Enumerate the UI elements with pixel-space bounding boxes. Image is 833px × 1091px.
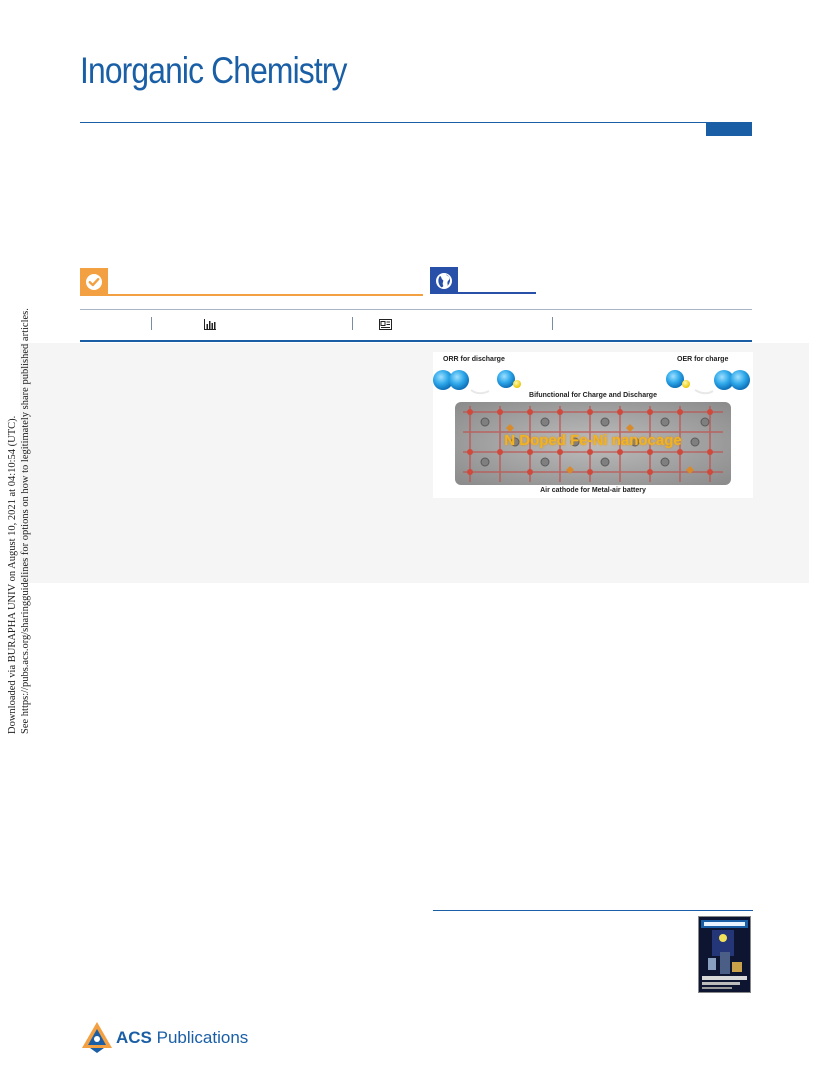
download-notice-line1: Downloaded via BURAPHA UNIV on August 10…: [7, 415, 18, 734]
globe-icon: [436, 273, 452, 289]
download-notice: Downloaded via BURAPHA UNIV on August 10…: [0, 308, 34, 734]
orr-label: ORR for discharge: [443, 356, 505, 363]
journal-title: Inorganic Chemistry: [80, 50, 347, 91]
metrics-separator: [151, 317, 152, 330]
acs-brand: ACS: [116, 1028, 152, 1047]
free-to-read-badge[interactable]: [430, 267, 458, 294]
acs-publications-wordmark: ACS Publications: [116, 1028, 248, 1048]
footer-rule: [433, 910, 753, 911]
acs-logo-icon: [82, 1022, 112, 1053]
journal-cover-thumbnail[interactable]: [698, 916, 751, 993]
toc-graphic: ORR for discharge OER for charge Bifunct…: [433, 352, 753, 498]
oer-label: OER for charge: [677, 356, 729, 363]
download-notice-line2[interactable]: See https://pubs.acs.org/sharingguidelin…: [20, 308, 31, 734]
bifunctional-label: Bifunctional for Charge and Discharge: [529, 392, 657, 399]
nanocage-illustration: N Doped Fe-Ni nanocage: [455, 402, 731, 485]
metrics-bar-bottom-rule: [80, 340, 752, 342]
header-accent-block: [706, 122, 752, 136]
cathode-label: Air cathode for Metal-air battery: [540, 487, 646, 494]
recommendations-icon[interactable]: [379, 319, 392, 330]
free-to-read-rule: [430, 292, 536, 294]
open-access-rule: [80, 294, 423, 296]
nanocage-lattice-graphic: [463, 406, 723, 482]
open-access-badge[interactable]: [80, 268, 108, 296]
oxygen-molecules-graphic: [433, 370, 750, 395]
open-access-check-icon: [86, 274, 102, 290]
metrics-bar-top-rule: [80, 309, 752, 310]
acs-word: Publications: [151, 1028, 249, 1047]
metrics-bar-chart-icon[interactable]: [204, 319, 216, 330]
nanocage-label: N Doped Fe-Ni nanocage: [504, 432, 682, 449]
metrics-separator: [352, 317, 353, 330]
metrics-separator: [552, 317, 553, 330]
header-rule: [80, 122, 752, 123]
